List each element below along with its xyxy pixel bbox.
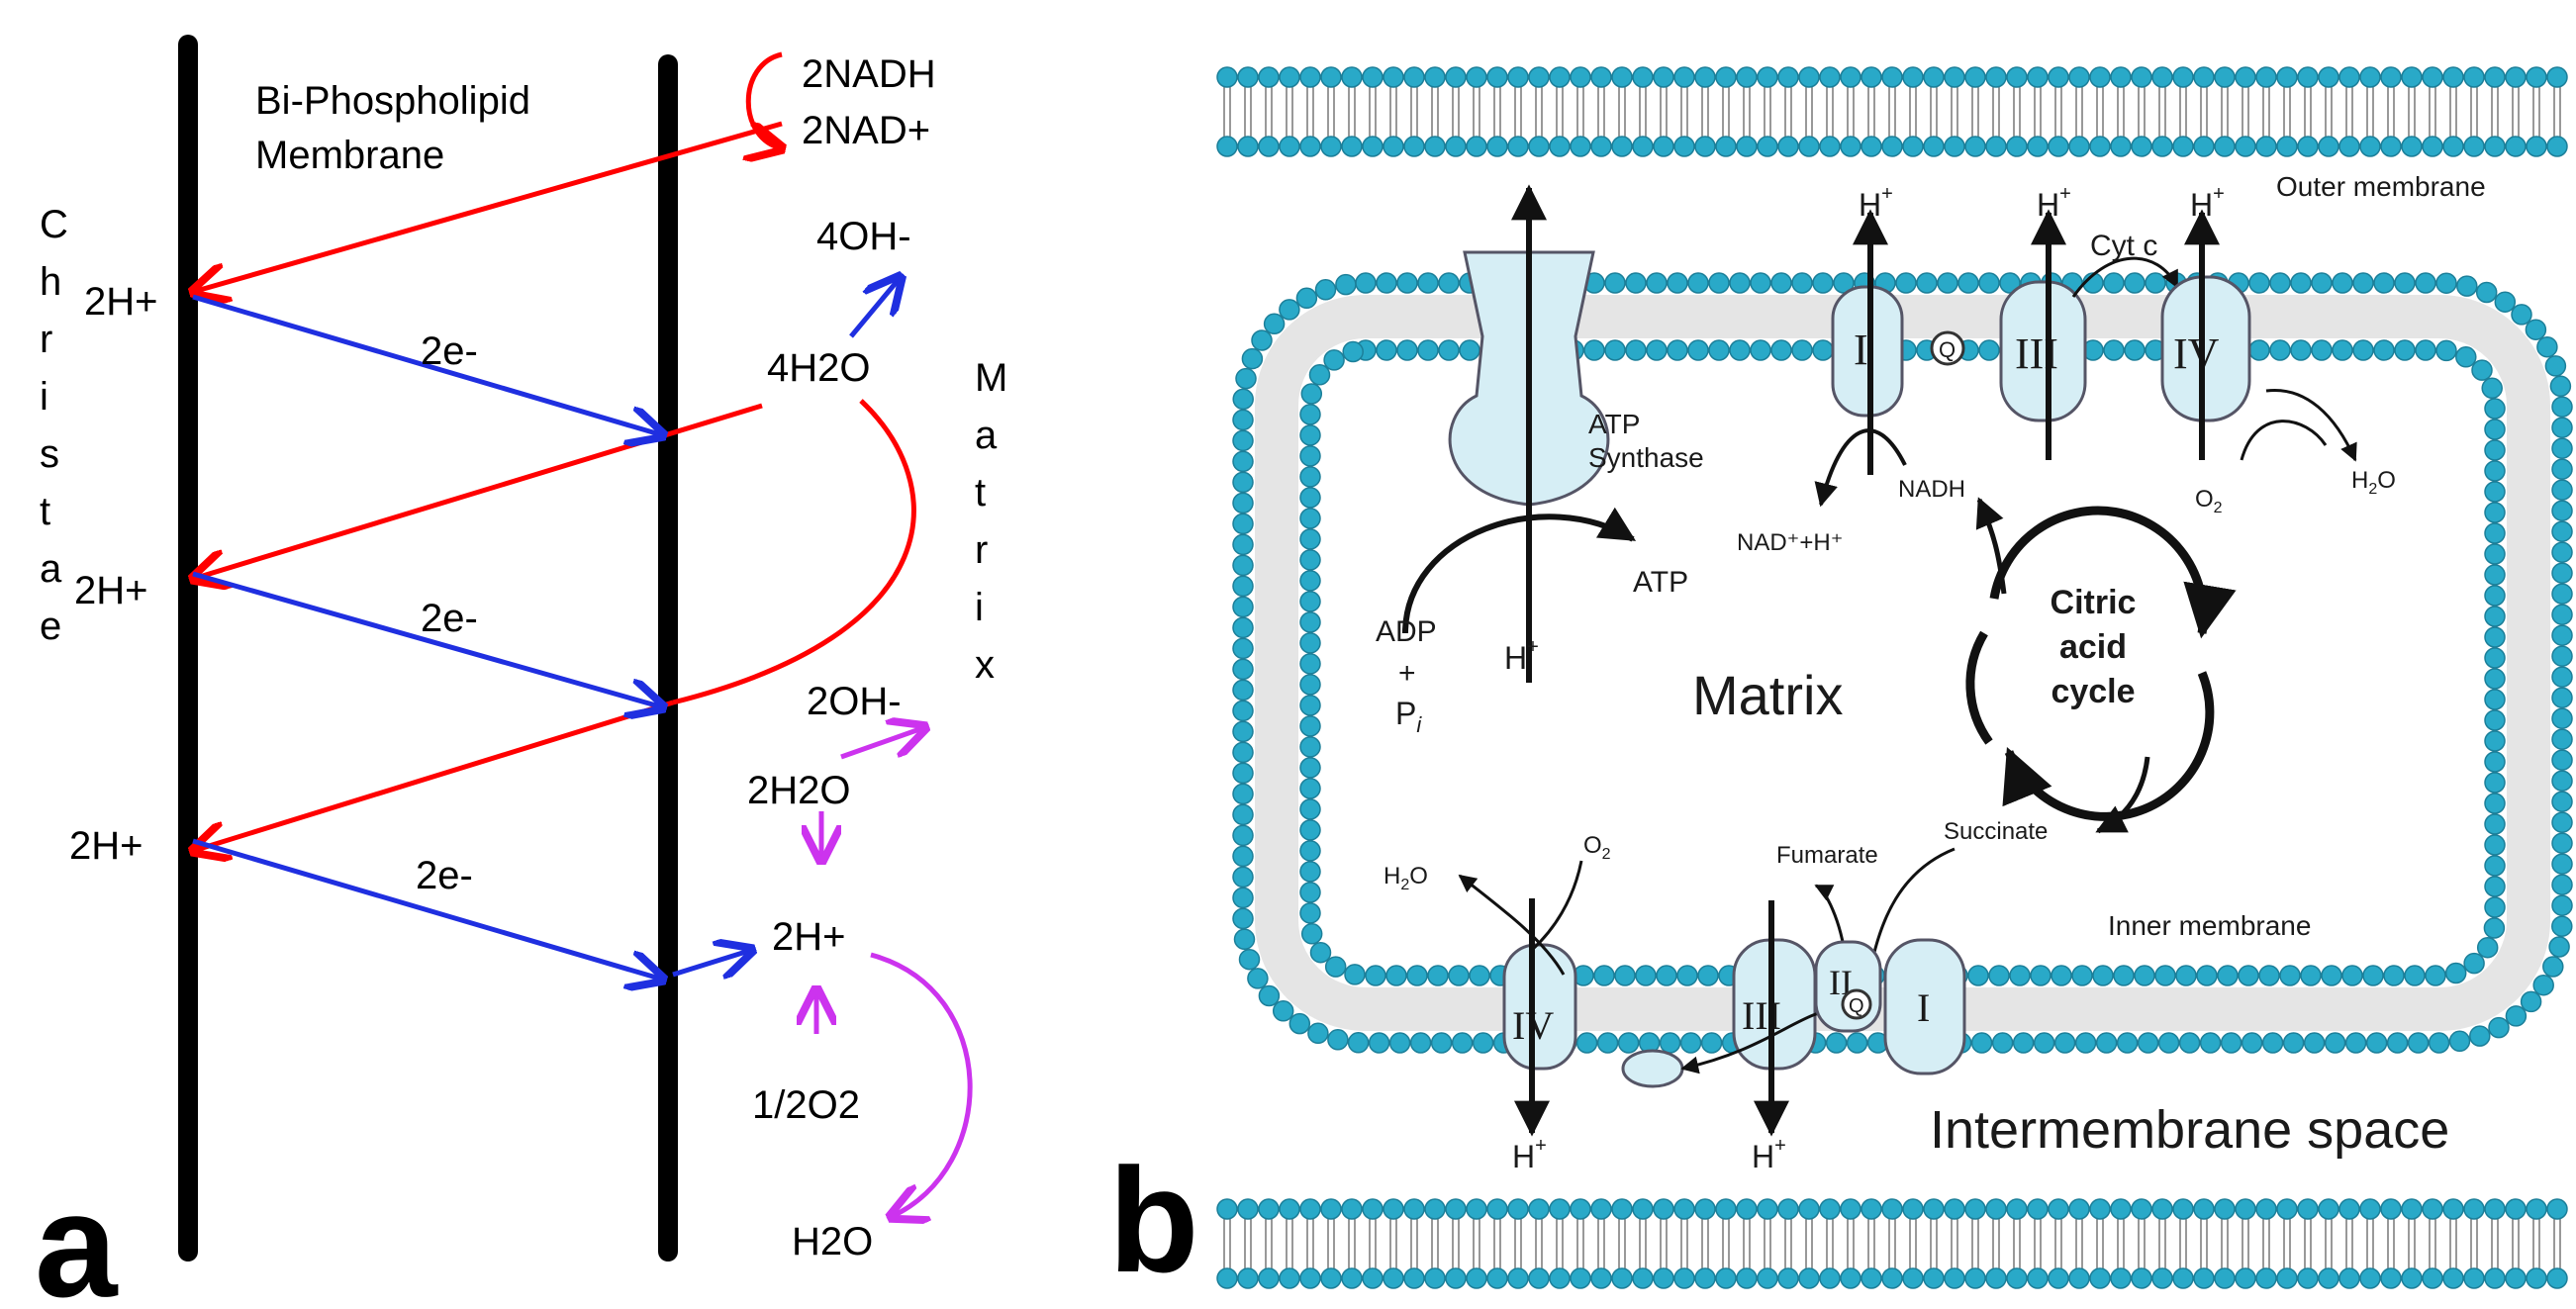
h2o-label: H2O — [792, 1220, 873, 1263]
nadh-arrow — [1814, 428, 1907, 508]
nadh-label-b: NADH — [1898, 476, 1965, 503]
atp-synthase-label: ATP — [1588, 409, 1640, 439]
electron-arrow-3b — [672, 950, 752, 975]
electron-arrow-1 — [192, 294, 663, 435]
oh2-arrow — [840, 727, 925, 760]
adp-plus-label: + — [1398, 657, 1416, 690]
outer-membrane-top — [1216, 66, 2568, 157]
complex-IV-top — [2160, 275, 2251, 422]
h-label-III-bottom: H+ — [1752, 1135, 1786, 1174]
h-label-atp: H+ — [1504, 636, 1539, 676]
citric-label: Citric — [2051, 584, 2137, 621]
o2-curve-bottom — [1530, 860, 1583, 952]
h2o-label-top: H2O — [2351, 467, 2396, 498]
h2plus-label: 2H+ — [772, 915, 846, 959]
proton-arrow-1 — [193, 121, 783, 292]
electron-arrow-3 — [192, 838, 663, 980]
h-label-IV-bottom: H+ — [1512, 1135, 1547, 1174]
panel-letter-b: b — [1108, 1137, 1199, 1303]
complex-III-top — [1999, 280, 2087, 422]
panel-letter-a: a — [35, 1162, 119, 1309]
electron-arrow-2 — [192, 571, 663, 707]
h-label-III: H+ — [2037, 183, 2071, 223]
h2o-arrow-top — [2265, 388, 2357, 462]
cytc-arrow — [2071, 256, 2179, 298]
atp-label: ATP — [1633, 566, 1688, 599]
complex-IV-top-label: IV — [2173, 329, 2220, 378]
citric-label-3: cycle — [2051, 673, 2135, 710]
water-red-curve — [672, 399, 916, 705]
nadh-label: 2NADH — [802, 52, 936, 96]
h2o-curve-arrow — [870, 952, 973, 1217]
proton-label-1: 2H+ — [84, 280, 158, 324]
o2-label-bottom: O2 — [1583, 832, 1611, 863]
matrix-label-b: Matrix — [1692, 664, 1843, 726]
proton-label-3: 2H+ — [69, 824, 143, 868]
electron-label-3: 2e- — [416, 854, 473, 897]
complex-III-bottom-label: III — [1742, 993, 1781, 1038]
nadh-curl-arrow — [748, 51, 782, 148]
oh-arrow — [849, 277, 901, 338]
quinone-bottom-label: Q — [1849, 995, 1864, 1017]
h2o4-label: 4H2O — [767, 346, 871, 390]
electron-label-1: 2e- — [421, 329, 478, 373]
h-label-IV: H+ — [2190, 183, 2225, 223]
o2-label-top: O2 — [2195, 486, 2223, 516]
h2o-label-bottom: H2O — [1383, 863, 1428, 893]
h2o2-label: 2H2O — [747, 769, 851, 812]
membrane-label-2: Membrane — [255, 134, 444, 177]
nad-label: 2NAD+ — [802, 109, 930, 152]
outer-membrane-bottom — [1216, 1198, 2568, 1289]
citric-acid-cycle-arrows — [1965, 497, 2237, 834]
electron-label-2: 2e- — [421, 597, 478, 640]
adp-label: ADP — [1376, 615, 1437, 648]
panel-b: ATP Synthase ATP ADP + Pi I Q III IV Cyt… — [1108, 66, 2573, 1303]
cyt-c-bottom — [1621, 1049, 1684, 1088]
o2-to-h2o-curve — [2240, 420, 2328, 461]
complex-I-top-label: I — [1854, 326, 1868, 374]
nad-h-label: NAD⁺+H⁺ — [1737, 529, 1843, 556]
complex-I-bottom-label: I — [1917, 985, 1930, 1030]
quinone-bottom — [1841, 988, 1872, 1020]
atp-synthase — [1402, 184, 1637, 683]
quinone-top-label: Q — [1939, 337, 1956, 362]
pi-label: Pi — [1395, 696, 1422, 737]
cytc-label: Cyt c — [2090, 230, 2157, 262]
complex-II-label: II — [1829, 963, 1853, 1002]
atp-synthase-label-2: Synthase — [1588, 442, 1704, 473]
complex-III-top-label: III — [2015, 329, 2058, 378]
outer-membrane-label: Outer membrane — [2276, 171, 2486, 202]
proton-label-2: 2H+ — [74, 569, 148, 612]
intermembrane-space-label: Intermembrane space — [1930, 1100, 2449, 1160]
h2o-arrow-bottom — [1458, 874, 1566, 976]
quinone-top — [1930, 330, 1965, 366]
oh2-label: 2OH- — [807, 680, 902, 723]
complex-I-bottom — [1883, 938, 1966, 1075]
oh4-label: 4OH- — [816, 215, 911, 258]
o2half-label: 1/2O2 — [752, 1083, 860, 1127]
citric-label-2: acid — [2059, 628, 2127, 666]
membrane-label: Bi-Phospholipid — [255, 79, 530, 123]
succinate-label: Succinate — [1944, 818, 2048, 845]
h-label-I: H+ — [1859, 183, 1893, 223]
proton-arrow-3 — [193, 700, 674, 851]
inner-membrane-label: Inner membrane — [2108, 910, 2311, 941]
fumarate-label: Fumarate — [1776, 842, 1878, 869]
